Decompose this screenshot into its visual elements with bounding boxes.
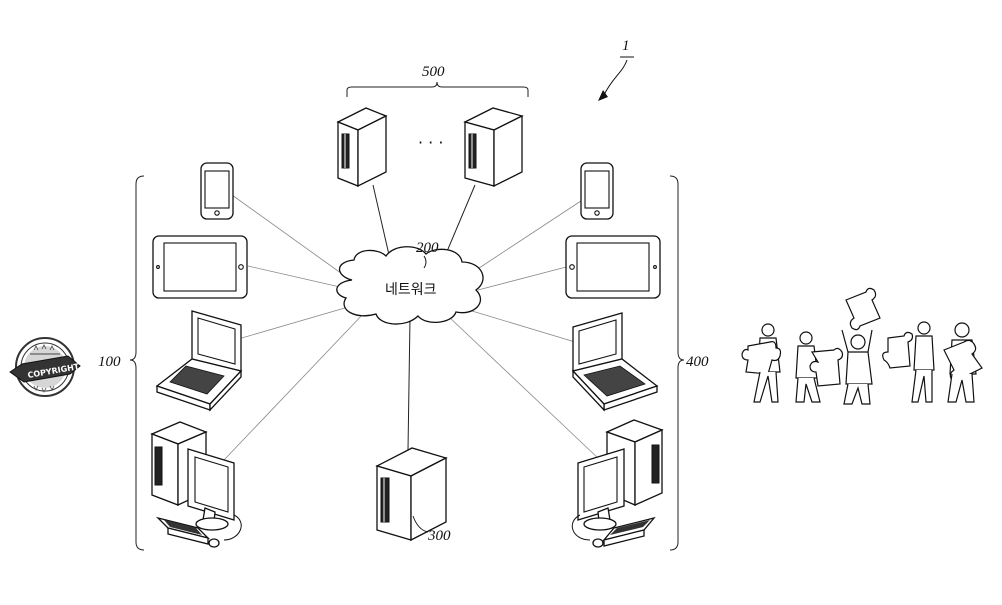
left-group-brace xyxy=(130,176,144,550)
network-ref: 200 xyxy=(416,240,439,256)
server-icon-left xyxy=(338,108,386,186)
link-tablet-right xyxy=(478,266,570,290)
person-figure-5 xyxy=(944,323,982,402)
right-group-brace xyxy=(670,176,684,550)
server-group-brace xyxy=(347,82,528,97)
link-desktop-left xyxy=(224,312,365,460)
right-group-ref: 400 xyxy=(686,354,709,370)
right-device-group: 400 xyxy=(566,163,709,550)
server-group-ref: 500 xyxy=(422,64,445,80)
smartphone-icon-left xyxy=(201,163,233,219)
desktop-computer-icon-right xyxy=(572,420,662,547)
link-phone-left xyxy=(232,195,345,276)
network-label: 네트워크 xyxy=(385,282,437,298)
laptop-icon-right xyxy=(573,313,657,410)
left-device-group: 100 xyxy=(98,163,247,550)
link-laptop-right xyxy=(462,308,585,345)
bottom-server-ref: 300 xyxy=(427,528,451,544)
laptop-icon-left xyxy=(157,311,241,410)
server-icon-right xyxy=(465,108,522,186)
network-cloud: 200 네트워크 xyxy=(337,240,483,324)
figure-ref-number: 1 xyxy=(622,38,630,54)
tablet-icon-left xyxy=(153,236,247,298)
figure-reference: 1 xyxy=(598,38,634,101)
servers-ellipsis: · · · xyxy=(418,133,443,152)
link-tablet-left xyxy=(248,266,340,287)
arrow-icon xyxy=(598,90,608,101)
person-figure-1 xyxy=(742,324,781,402)
link-server-bottom xyxy=(408,318,410,450)
connection-lines xyxy=(224,185,600,460)
copyright-stamp: COPYRIGHT xyxy=(10,338,80,396)
person-figure-2 xyxy=(796,332,843,402)
smartphone-icon-right xyxy=(581,163,613,219)
tablet-icon-right xyxy=(566,236,660,298)
server-icon-bottom xyxy=(377,448,446,540)
people-with-puzzle-pieces-illustration xyxy=(742,288,982,404)
person-figure-4 xyxy=(883,322,934,402)
figure-ref-leader xyxy=(604,60,627,95)
left-group-ref: 100 xyxy=(98,354,121,370)
desktop-computer-icon-left xyxy=(152,422,241,547)
server-group: 500 · · · xyxy=(338,64,528,186)
person-figure-3 xyxy=(842,288,880,404)
server-bottom: 300 xyxy=(377,448,451,544)
link-laptop-left xyxy=(228,305,355,342)
